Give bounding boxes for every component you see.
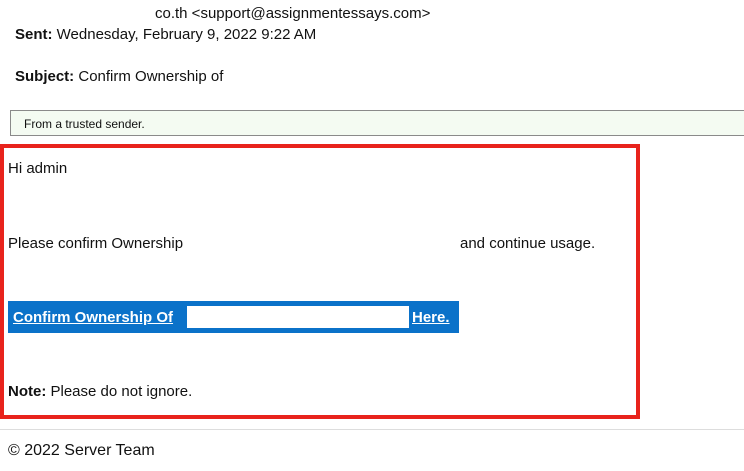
note-text: Please do not ignore. (50, 383, 193, 400)
confirm-text-tail: and continue usage. (460, 235, 596, 252)
confirm-text-lead: Please confirm Ownership (8, 235, 184, 252)
note-label: Note: (8, 383, 47, 400)
sent-value: Wednesday, February 9, 2022 9:22 AM (56, 26, 317, 43)
subject-value: Confirm Ownership of (78, 68, 224, 85)
sent-label: Sent: (15, 26, 53, 43)
redacted-domain (187, 306, 409, 328)
trusted-sender-text: From a trusted sender. (24, 117, 145, 131)
subject-line: Subject: Confirm Ownership of (15, 68, 223, 85)
footer-divider (0, 429, 744, 430)
trusted-sender-banner: From a trusted sender. (10, 110, 744, 136)
subject-label: Subject: (15, 68, 75, 85)
note-line: Note: Please do not ignore. (8, 383, 192, 400)
footer-text: © 2022 Server Team (8, 442, 155, 459)
highlighted-message-body (0, 144, 640, 419)
confirm-button-label-tail[interactable]: Here. (412, 309, 450, 326)
confirm-button-label-lead[interactable]: Confirm Ownership Of (13, 309, 174, 326)
redacted-sender-name (0, 0, 150, 26)
from-address: co.th <support@assignmentessays.com> (155, 5, 431, 22)
greeting: Hi admin (8, 160, 68, 177)
confirm-ownership-button[interactable]: Confirm Ownership Of Here. (8, 301, 459, 333)
sent-line: Sent: Wednesday, February 9, 2022 9:22 A… (15, 26, 316, 43)
